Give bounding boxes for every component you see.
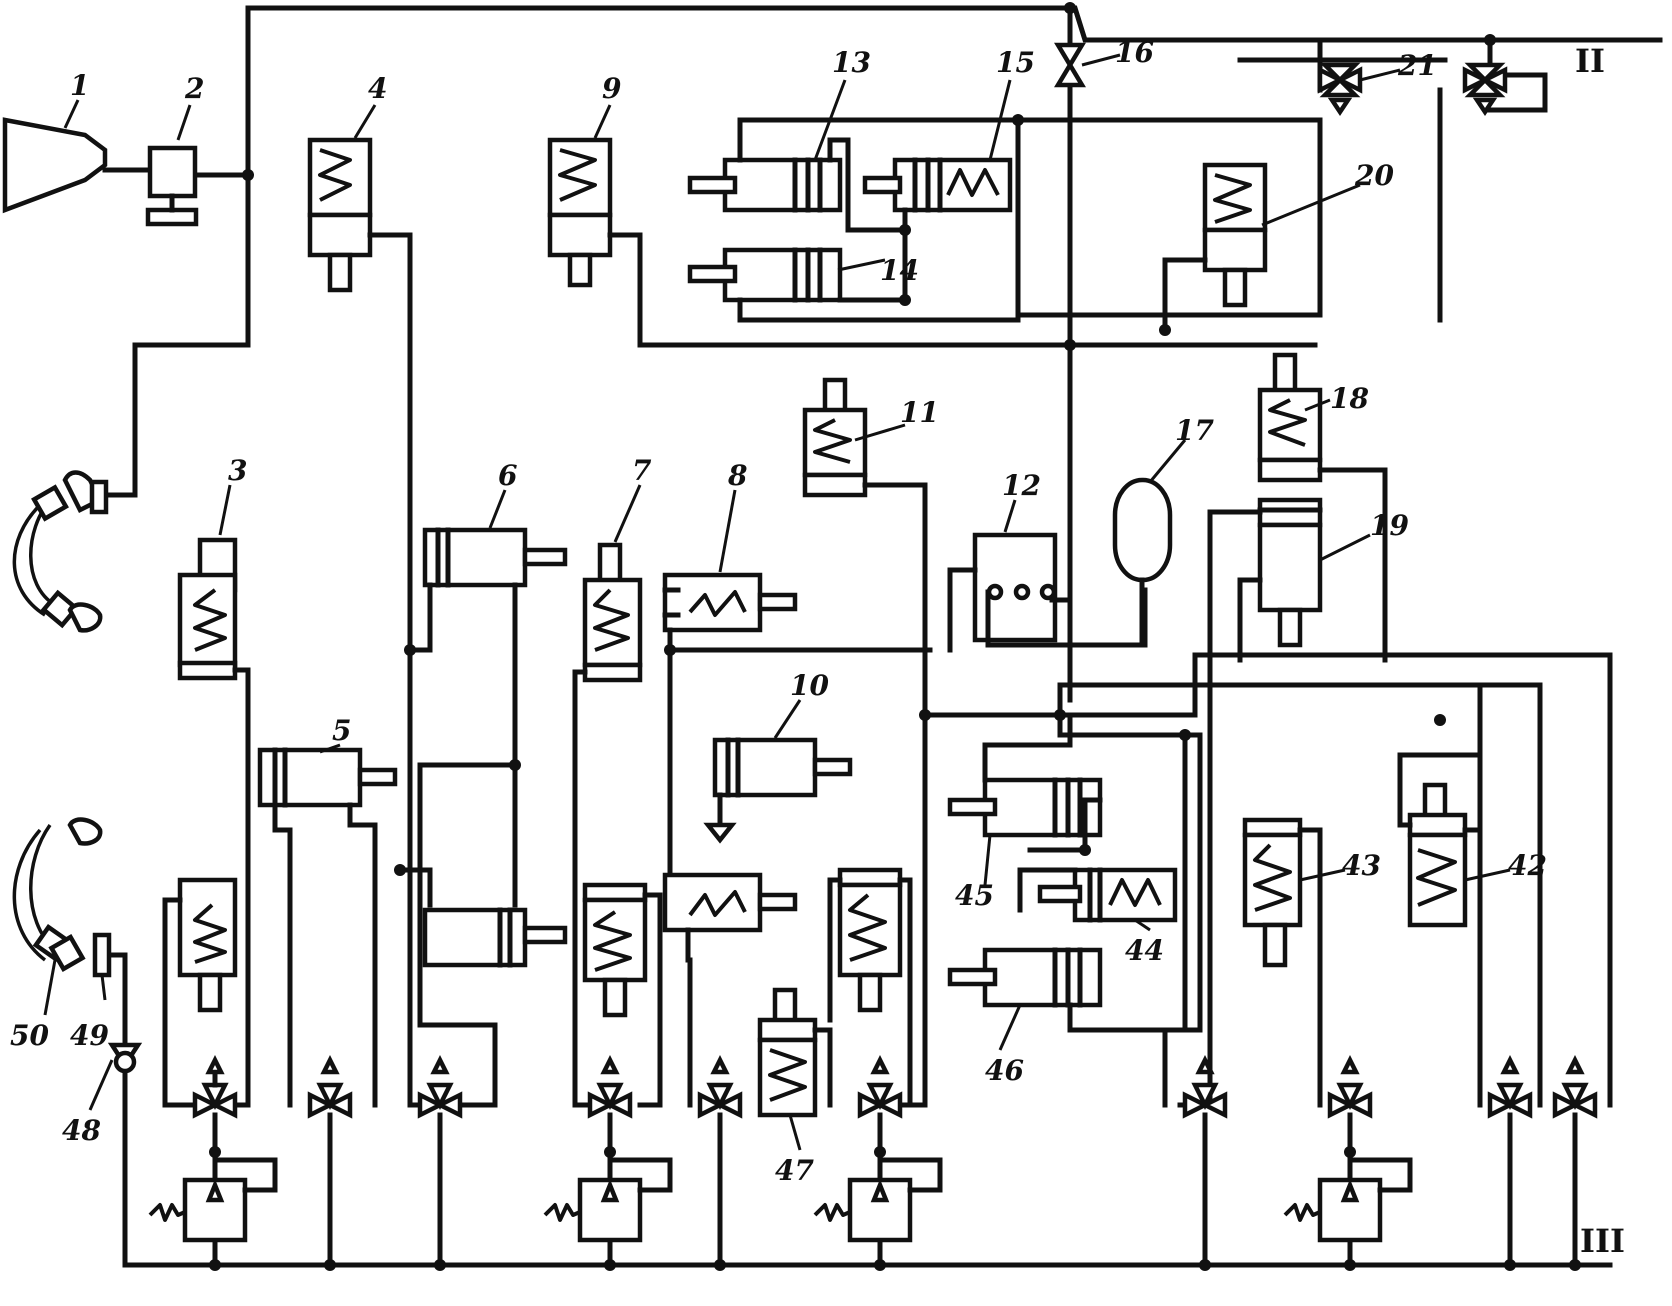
label-50: 50 (10, 1019, 49, 1052)
component-18-cylinder (1257, 352, 1388, 663)
component-47-upper-cylinder (827, 867, 913, 1108)
component-7-cylinder (572, 542, 663, 1108)
label-6: 6 (498, 459, 517, 492)
component-1-horn (2, 117, 108, 214)
label-20: 20 (1354, 159, 1394, 192)
component-3-cylinder (177, 537, 251, 1108)
component-45-cylinder (947, 712, 1103, 853)
component-20-relay (1162, 162, 1268, 333)
label-46: 46 (985, 1054, 1024, 1087)
component-3-lower-cylinder (162, 877, 238, 1108)
label-12: 12 (1002, 469, 1041, 502)
label-19: 19 (1370, 509, 1409, 542)
component-14-cylinder (687, 247, 1021, 323)
component-2-valve (102, 145, 199, 227)
component-4-relay (307, 137, 423, 1108)
label-9: 9 (602, 72, 621, 105)
line-label-II: II (1575, 42, 1605, 80)
component-12-distributor (947, 532, 1148, 653)
label-21: 21 (1397, 49, 1437, 82)
component-47-cylinder (757, 987, 833, 1118)
component-42-cylinder (1397, 752, 1483, 928)
label-14: 14 (880, 254, 919, 287)
label-leaders (43, 53, 1511, 1151)
label-10: 10 (790, 669, 829, 702)
component-44-cylinder (1017, 867, 1178, 923)
label-13: 13 (832, 46, 871, 79)
component-15-cylinder (862, 157, 1013, 303)
component-8-cylinder (662, 572, 933, 1108)
component-5-cylinder (257, 747, 398, 1108)
label-4: 4 (368, 72, 387, 105)
label-15: 15 (996, 46, 1035, 79)
check-valve-48 (107, 952, 143, 1074)
label-17: 17 (1175, 414, 1214, 447)
label-11: 11 (900, 396, 939, 429)
label-8: 8 (727, 459, 747, 492)
component-46-cylinder (947, 732, 1188, 1033)
label-16: 16 (1115, 36, 1154, 69)
label-47: 47 (775, 1154, 814, 1187)
component-11-cylinder (802, 377, 928, 653)
label-44: 44 (1125, 934, 1164, 967)
component-13-cylinder (687, 117, 908, 233)
label-43: 43 (1342, 849, 1381, 882)
brake-hose-top (12, 470, 109, 633)
component-labels: 1 2 3 4 5 6 7 8 9 10 11 12 13 14 15 16 1… (10, 36, 1547, 1187)
component-10-cylinder (703, 737, 853, 844)
label-49: 49 (70, 1019, 109, 1052)
label-3: 3 (228, 454, 247, 487)
component-21-taps (1317, 62, 1508, 117)
brake-hose-bottom (12, 817, 112, 978)
label-42: 42 (1508, 849, 1547, 882)
label-48: 48 (62, 1114, 101, 1147)
label-1: 1 (70, 69, 89, 102)
component-9-relay (547, 137, 643, 288)
line-labels: II III (1575, 42, 1625, 1260)
component-43-cylinder (1242, 817, 1323, 1108)
label-2: 2 (184, 72, 204, 105)
line-label-III: III (1580, 1222, 1625, 1260)
label-5: 5 (332, 714, 351, 747)
component-16-tap (1054, 42, 1086, 88)
component-17-reservoir (1112, 477, 1173, 648)
label-18: 18 (1330, 382, 1369, 415)
label-7: 7 (632, 454, 652, 487)
triple-valves (192, 1054, 1598, 1119)
component-6-cylinder-pair (397, 527, 568, 1108)
label-45: 45 (955, 879, 994, 912)
junction-dots (209, 2, 1581, 1271)
pressure-regulators (148, 1157, 1413, 1243)
